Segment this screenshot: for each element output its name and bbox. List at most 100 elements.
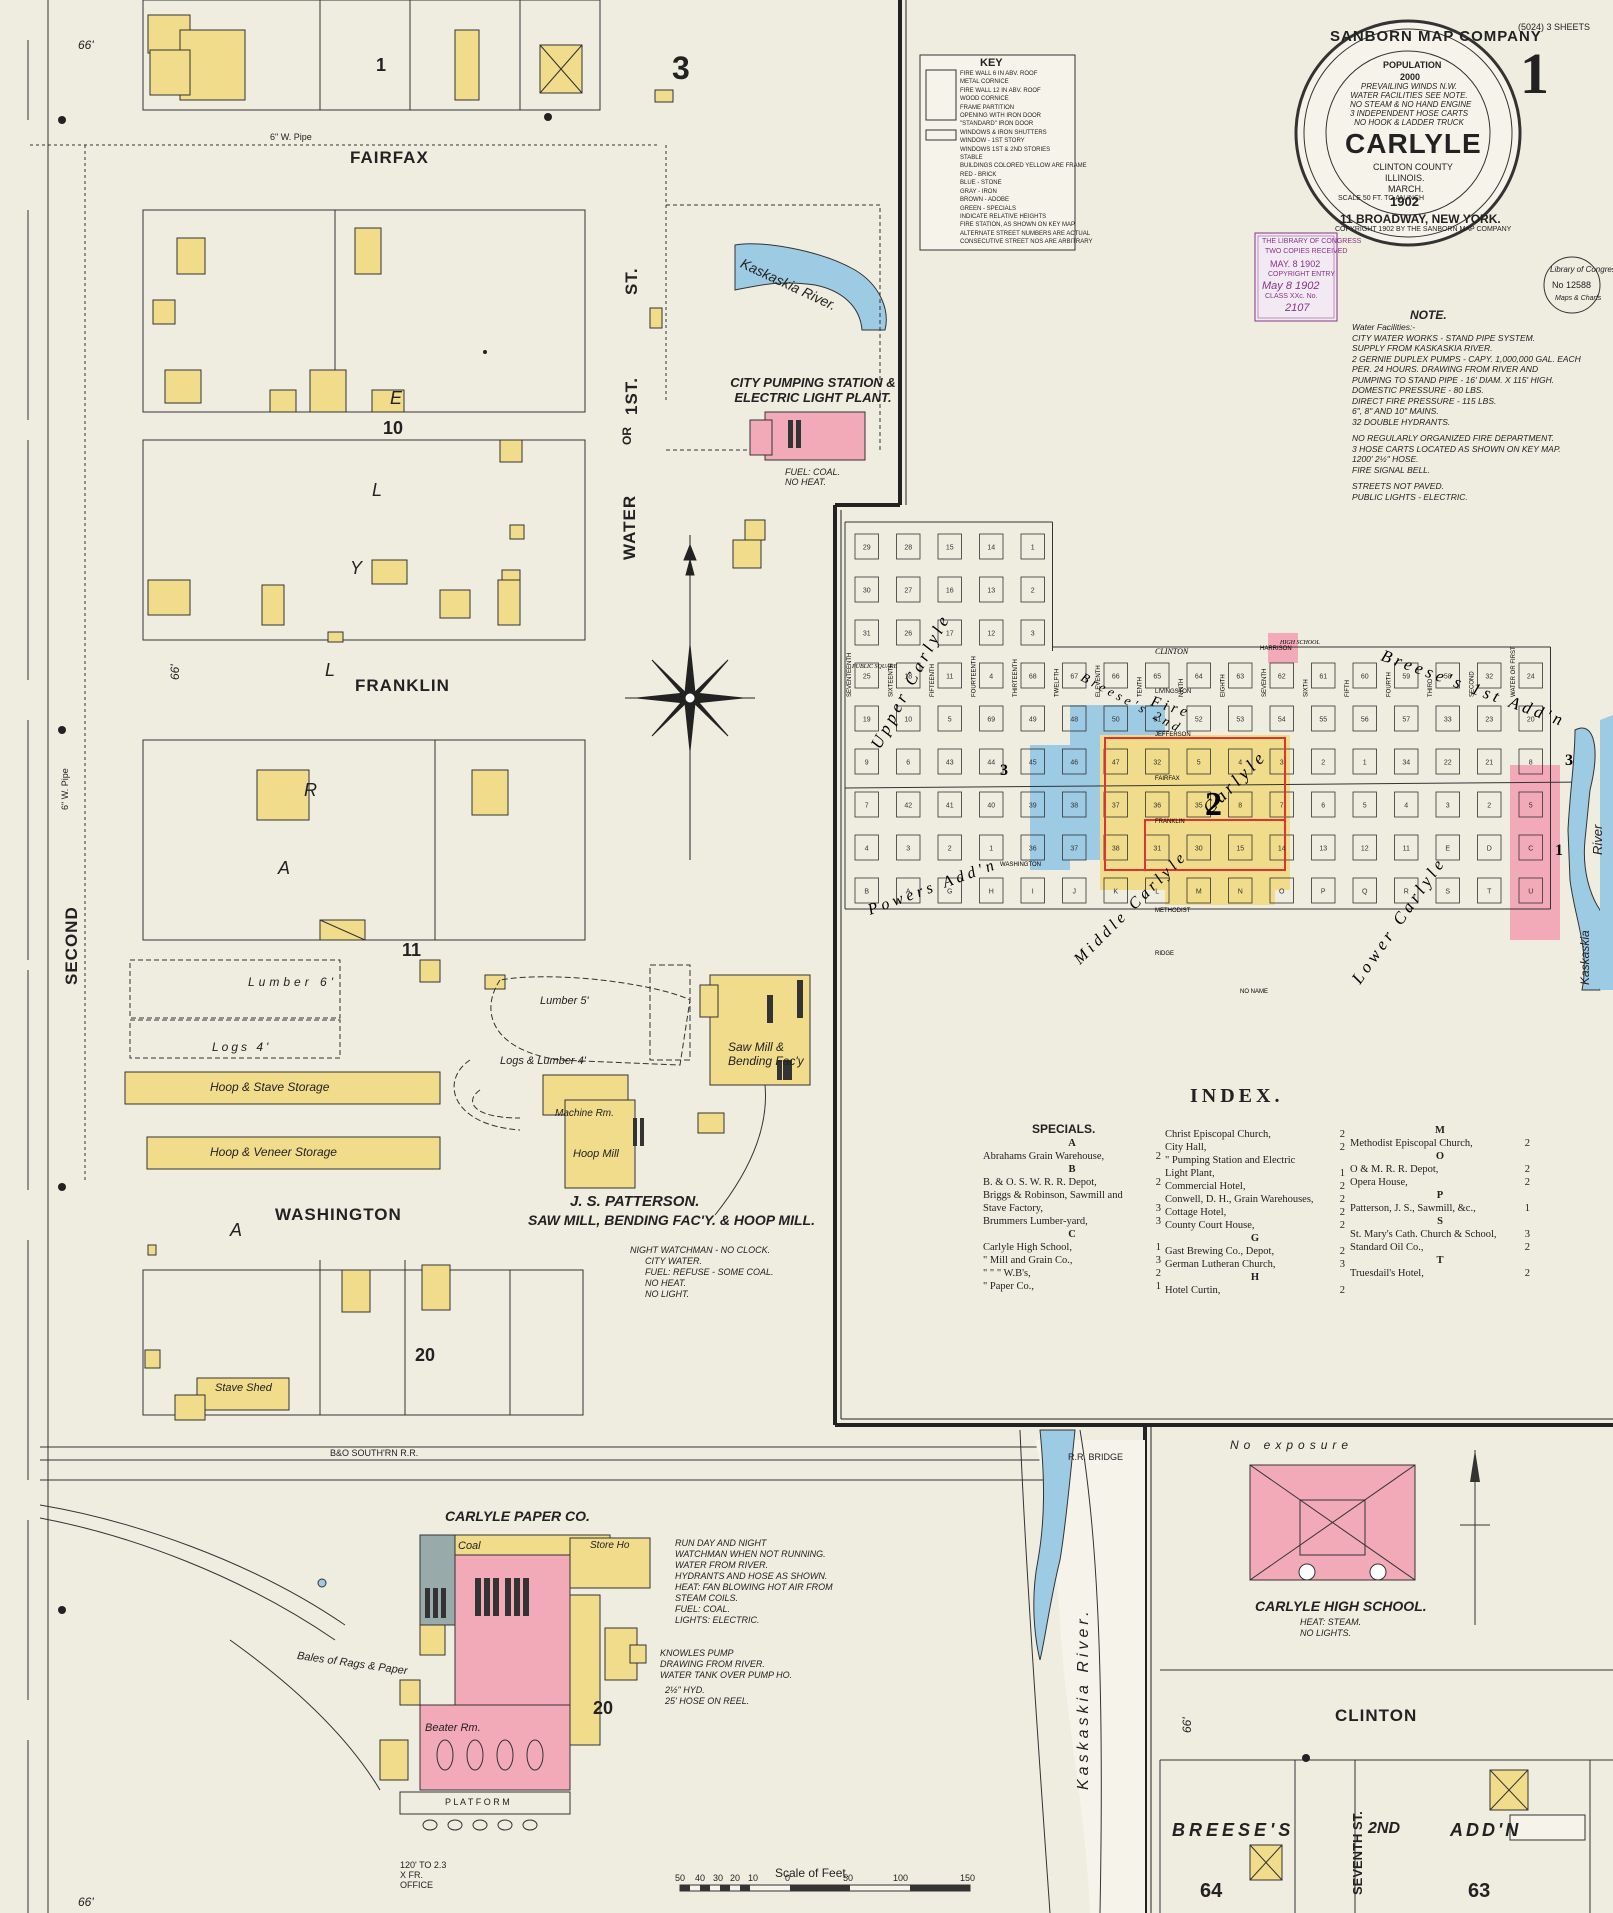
key-map-block-number: 39: [1029, 803, 1037, 810]
key-map-block-number: 6: [1321, 803, 1325, 810]
key-map-block: [1518, 834, 1543, 861]
key-map-block: [1062, 834, 1087, 861]
scale-tick: 30: [713, 1873, 724, 1883]
key-map-block-number: 3: [1031, 631, 1035, 638]
key-map-block-number: Q: [1362, 889, 1368, 896]
key-map-block: [1269, 662, 1294, 689]
street-width: 66': [1180, 1717, 1194, 1733]
scale-tick: 150: [960, 1873, 976, 1883]
key-map-block: [1186, 877, 1211, 904]
index-entry: Standard Oil Co.,2: [1350, 1241, 1530, 1254]
key-map-block: [1435, 705, 1460, 732]
key-map-block: [896, 705, 921, 732]
paper-note-3: HYDRANTS AND HOSE AS SHOWN.: [675, 1571, 828, 1581]
key-map-block: [1145, 877, 1170, 904]
index-entry-sheet: 2: [1339, 1207, 1345, 1218]
index-entry-name: Gast Brewing Co., Depot,: [1165, 1246, 1275, 1257]
key-map-block-number: 37: [1070, 846, 1078, 853]
index-entry-sheet: 2: [1155, 1177, 1161, 1188]
high-school-label: CARLYLE HIGH SCHOOL.: [1255, 1598, 1427, 1614]
note-title: NOTE.: [1410, 308, 1447, 322]
key-map-block: [1477, 748, 1502, 775]
key-map-street-label: EIGHTH: [1221, 674, 1227, 697]
key-map-street-label: FRANKLIN: [1155, 819, 1185, 825]
key-map-block: [1228, 834, 1253, 861]
paper-note-1: WATCHMAN WHEN NOT RUNNING.: [675, 1549, 826, 1559]
company-seal: [1294, 19, 1522, 247]
index-entry: St. Mary's Cath. Church & School,3: [1350, 1228, 1530, 1241]
key-map-block: [1186, 705, 1211, 732]
key-map-block: [1145, 705, 1170, 732]
key-map-block-number: 31: [1153, 846, 1161, 853]
block-number: 63: [1468, 1880, 1491, 1902]
pump-note-0: KNOWLES PUMP: [660, 1648, 734, 1658]
hoop-stave-label: Hoop & Stave Storage: [210, 1080, 330, 1094]
pipe-label: 6" W. Pipe: [60, 768, 70, 810]
key-map-block-number: 4: [1404, 803, 1408, 810]
key-map-block-number: 7: [1280, 803, 1284, 810]
key-map-block: [1435, 834, 1460, 861]
key-map-street-label: RIDGE: [1155, 951, 1174, 957]
overlay-letter: R: [304, 780, 317, 800]
block-number: 20: [415, 1345, 436, 1365]
key-map-block-number: 11: [1403, 846, 1410, 853]
index-entry-sheet: 1: [1524, 1203, 1530, 1214]
key-map-block: [937, 877, 962, 904]
key-map-block: [1477, 791, 1502, 818]
note-lines: Water Facilities:-CITY WATER WORKS - STA…: [1352, 322, 1581, 502]
index-entry-name: " Pumping Station and Electric: [1165, 1155, 1296, 1166]
key-map-block: [1145, 791, 1170, 818]
index-entry: City Hall,2: [1165, 1141, 1345, 1154]
block-number: 20: [593, 1698, 614, 1718]
key-map-street-label: HARRISON: [1260, 646, 1292, 652]
platform-label: P L A T F O R M: [445, 1797, 510, 1807]
key-map-block-number: 59: [1402, 674, 1410, 681]
key-map-block-number: 47: [1112, 760, 1120, 767]
seal-month: MARCH.: [1388, 184, 1424, 194]
street-width: 66': [78, 1895, 94, 1909]
key-map-block: [1518, 705, 1543, 732]
index-entry: Patterson, J. S., Sawmill, &c.,1: [1350, 1202, 1530, 1215]
street-clinton: CLINTON: [1335, 1706, 1418, 1725]
key-line: WOOD CORNICE: [960, 96, 1009, 103]
key-map-street-label: SIXTH: [1304, 679, 1310, 697]
key-map-block: [854, 791, 879, 818]
key-map-road: [844, 781, 1591, 789]
seal-year: 1902: [1390, 194, 1419, 209]
seal-line: NO HOOK & LADDER TRUCK: [1354, 118, 1464, 127]
key-line: WINDOW - 1ST STORY: [960, 138, 1025, 145]
railroad-label: B&O SOUTH'RN R.R.: [330, 1448, 419, 1458]
index-entry-name: B. & O. S. W. R. R. Depot,: [983, 1177, 1097, 1188]
index-entry-name: Cottage Hotel,: [1165, 1207, 1227, 1218]
index-letter: A: [1068, 1138, 1076, 1149]
index-entry-name: Carlyle High School,: [983, 1242, 1072, 1253]
stamp-line: CLASS XXc. No.: [1265, 293, 1318, 300]
index-entry-sheet: 1: [1155, 1242, 1161, 1253]
scale-tick: 10: [748, 1873, 759, 1883]
index-title: INDEX.: [1190, 1085, 1284, 1107]
river-south-label: Kaskaskia River.: [1075, 1607, 1092, 1790]
key-map-block: [1186, 748, 1211, 775]
key-map-block: [1020, 619, 1045, 646]
stamp-line: MAY. 8 1902: [1270, 259, 1321, 269]
key-map-block-number: 49: [1029, 717, 1037, 724]
index-entry-sheet: 3: [1155, 1255, 1161, 1266]
key-map-street-label: FIFTH: [1345, 680, 1351, 697]
key-map-block-number: 13: [1319, 846, 1327, 853]
key-map-block: [1186, 791, 1211, 818]
note-line: NO REGULARLY ORGANIZED FIRE DEPARTMENT.: [1352, 433, 1554, 443]
key-map-block: [1228, 662, 1253, 689]
key-map-block-number: 19: [863, 717, 871, 724]
key-map-block-number: 50: [1112, 717, 1120, 724]
seal-address: 11 BROADWAY, NEW YORK.: [1340, 212, 1501, 226]
key-map-block: [979, 533, 1004, 560]
key-map-block: [896, 834, 921, 861]
scale-tick: 100: [893, 1873, 909, 1883]
key-map-block: [1062, 748, 1087, 775]
key-map-block-number: 14: [987, 545, 995, 552]
street-second: SECOND: [62, 906, 81, 985]
key-line: METAL CORNICE: [960, 79, 1009, 86]
patterson-note-0: NIGHT WATCHMAN - NO CLOCK.: [630, 1245, 771, 1255]
overlay-letter: L: [372, 480, 383, 500]
index-entry-sheet: 3: [1155, 1203, 1161, 1214]
